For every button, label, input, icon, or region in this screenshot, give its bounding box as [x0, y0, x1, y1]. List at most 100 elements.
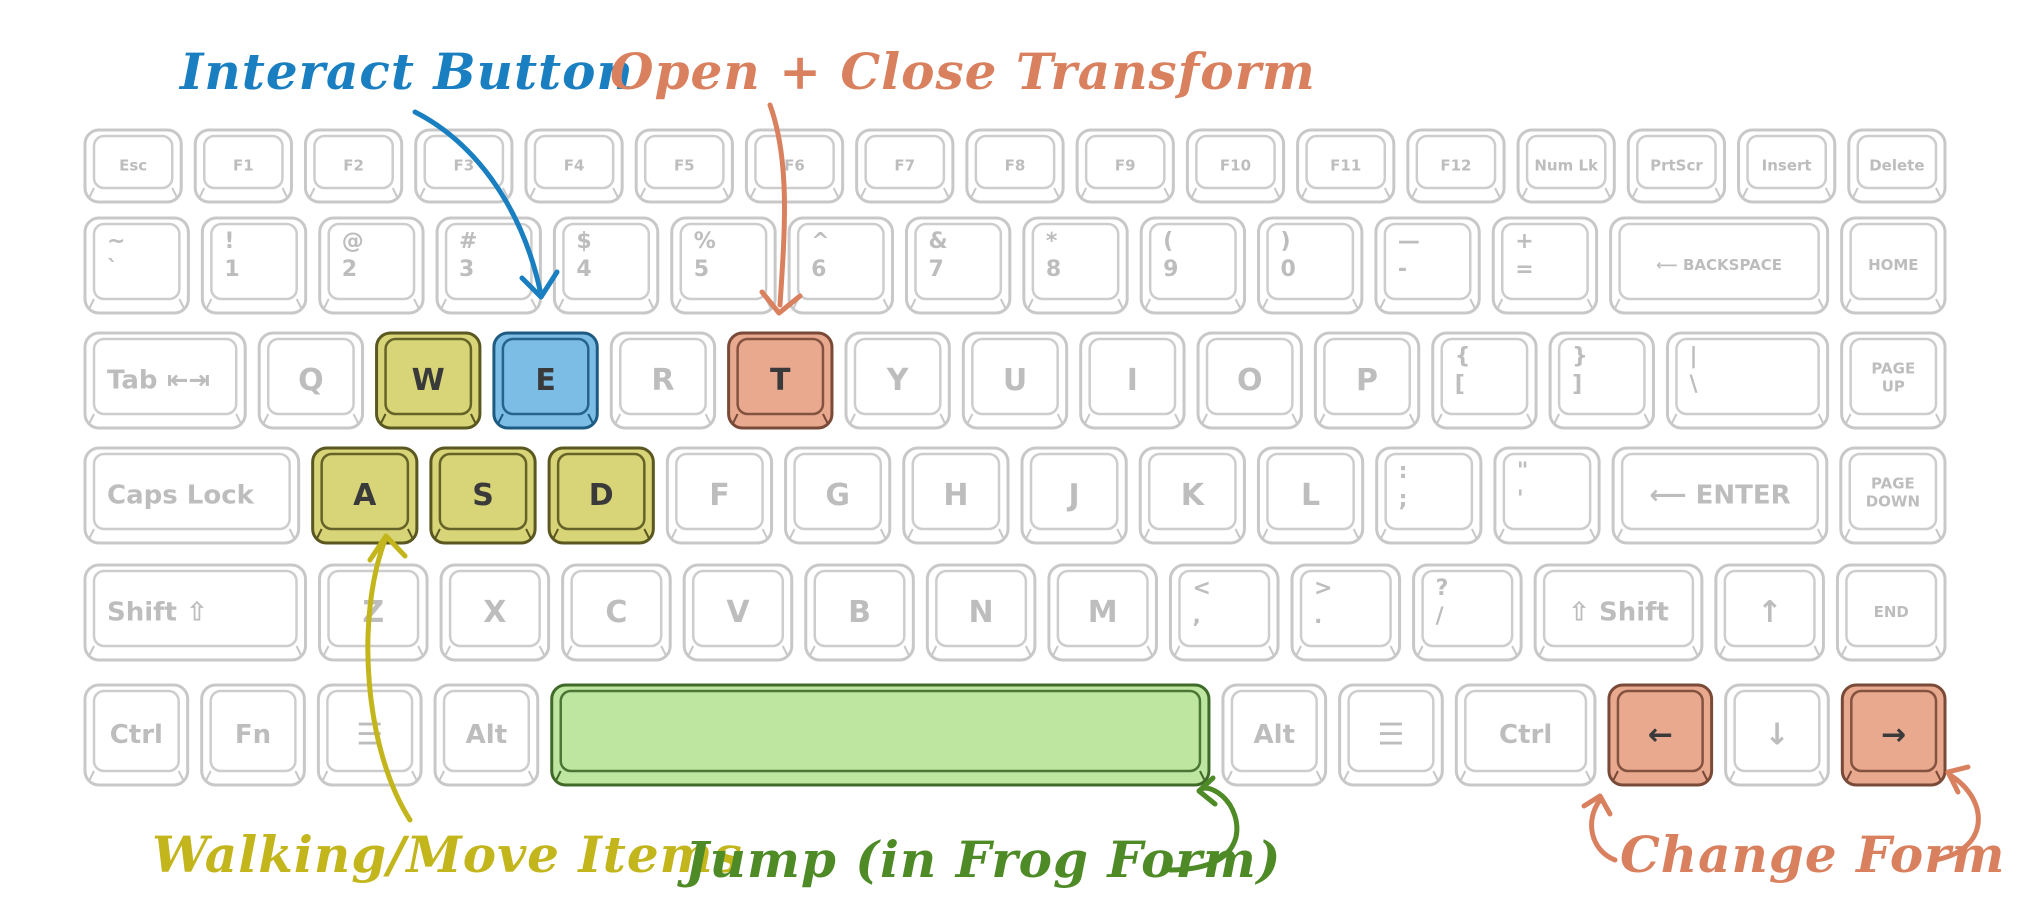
key-label: Esc [119, 156, 147, 174]
key-label: F10 [1220, 156, 1251, 174]
key-blank: <, [1168, 563, 1280, 662]
key-h: H [902, 446, 1010, 545]
key-top-label: ! [224, 229, 234, 254]
key-label: A [353, 478, 377, 513]
key-label: Tab ⇤⇥ [107, 366, 210, 396]
key-top-label: | [1689, 344, 1697, 369]
key-caps-lock: Caps Lock [83, 446, 301, 545]
key-bottom-label: 5 [694, 257, 709, 282]
key-label: B [848, 595, 871, 630]
key-label: F7 [894, 156, 915, 174]
key-top-label: $ [576, 229, 591, 254]
key-f12: F12 [1406, 128, 1506, 204]
key-v: V [682, 563, 794, 662]
key-alt: Alt [433, 683, 540, 787]
key-bottom-label: 8 [1046, 257, 1061, 282]
key-l: L [1256, 446, 1365, 545]
key-label: C [605, 595, 627, 630]
key-f11: F11 [1296, 128, 1396, 204]
key-label: S [472, 478, 494, 513]
key-label: ⟵ ENTER [1649, 481, 1790, 511]
key-u: U [961, 331, 1069, 430]
key-s: S [429, 446, 537, 545]
key-top-label: + [1515, 229, 1533, 254]
key-top-label: * [1046, 229, 1058, 254]
key-blank: ?/ [1412, 563, 1523, 662]
key-label: N [969, 595, 994, 630]
key-blank: ← [1607, 683, 1714, 787]
key-label: Ctrl [110, 720, 163, 750]
key-label: Q [298, 363, 324, 398]
key-bottom-label: 1 [224, 257, 239, 282]
key-bottom-label: = [1515, 257, 1533, 282]
key-9: (9 [1139, 216, 1247, 315]
key-b: B [804, 563, 915, 662]
key-label: F4 [564, 156, 585, 174]
key-blank: ☰ [1338, 683, 1444, 787]
key-x: X [439, 563, 551, 662]
key-f8: F8 [965, 128, 1065, 204]
key-bottom-label: 7 [928, 257, 943, 282]
key-f9: F9 [1075, 128, 1175, 204]
key-label: F12 [1440, 156, 1471, 174]
key-blank: :; [1375, 446, 1483, 545]
key-label: M [1088, 595, 1118, 630]
key-label: J [1067, 478, 1080, 513]
key-2: @2 [318, 216, 425, 315]
key-q: Q [257, 331, 365, 430]
key-label: F2 [343, 156, 364, 174]
key-enter: ⟵ ENTER [1611, 446, 1829, 545]
key-blank: }] [1548, 331, 1655, 430]
key-8: *8 [1022, 216, 1129, 315]
key-d: D [547, 446, 655, 545]
key-label: Num Lk [1534, 156, 1599, 174]
key-f7: F7 [855, 128, 955, 204]
key-prtscr: PrtScr [1626, 128, 1727, 204]
key-label: U [1003, 363, 1027, 398]
key-label: Fn [235, 720, 271, 750]
key-j: J [1020, 446, 1128, 545]
key-g: G [784, 446, 892, 545]
key-z: Z [318, 563, 429, 662]
key-undefined-undefined [550, 683, 1211, 787]
transform-annotation: Open + Close Transform [610, 42, 1316, 101]
key-label: F [709, 478, 730, 513]
key-f2: F2 [303, 128, 404, 204]
key-alt: Alt [1221, 683, 1328, 787]
key-home: HOME [1840, 216, 1947, 315]
key-label: ☰ [1378, 718, 1405, 753]
key-top-label: @ [342, 229, 364, 254]
change-form-annotation: Change Form [1620, 825, 2006, 884]
key-backspace: ⟵ BACKSPACE [1609, 216, 1830, 315]
key-bottom-label: [ [1455, 372, 1465, 397]
key-blank: {[ [1431, 331, 1538, 430]
key-top-label: ( [1163, 229, 1173, 254]
key-top-label: { [1455, 344, 1471, 369]
key-top-label: % [694, 229, 716, 254]
key-label: Caps Lock [107, 481, 255, 511]
key-bottom-label: . [1314, 604, 1322, 629]
key-bottom-label: 9 [1163, 257, 1178, 282]
key-label: F11 [1330, 156, 1361, 174]
jump-annotation: Jump (in Frog Form) [685, 830, 1282, 889]
key-f5: F5 [634, 128, 734, 204]
key-label: PAGE [1871, 475, 1915, 493]
key-top-label: # [459, 229, 477, 254]
key-label: F3 [453, 156, 474, 174]
key-top-label: & [928, 229, 947, 254]
key-label: ☰ [356, 718, 383, 753]
key-blank: "' [1493, 446, 1601, 545]
key-label: X [483, 595, 506, 630]
key-label: Ctrl [1499, 720, 1552, 750]
key-k: K [1138, 446, 1246, 545]
key-label: F5 [674, 156, 695, 174]
walking-annotation: Walking/Move Items [152, 825, 743, 884]
key-bottom-label: 0 [1281, 257, 1296, 282]
key-label: ⟵ BACKSPACE [1656, 256, 1782, 274]
key-f10: F10 [1185, 128, 1286, 204]
key-e: E [492, 331, 599, 430]
key-bottom-label: 4 [576, 257, 591, 282]
key-label: HOME [1868, 256, 1918, 274]
key-end: END [1835, 563, 1947, 662]
key-top-label: ? [1436, 576, 1449, 601]
